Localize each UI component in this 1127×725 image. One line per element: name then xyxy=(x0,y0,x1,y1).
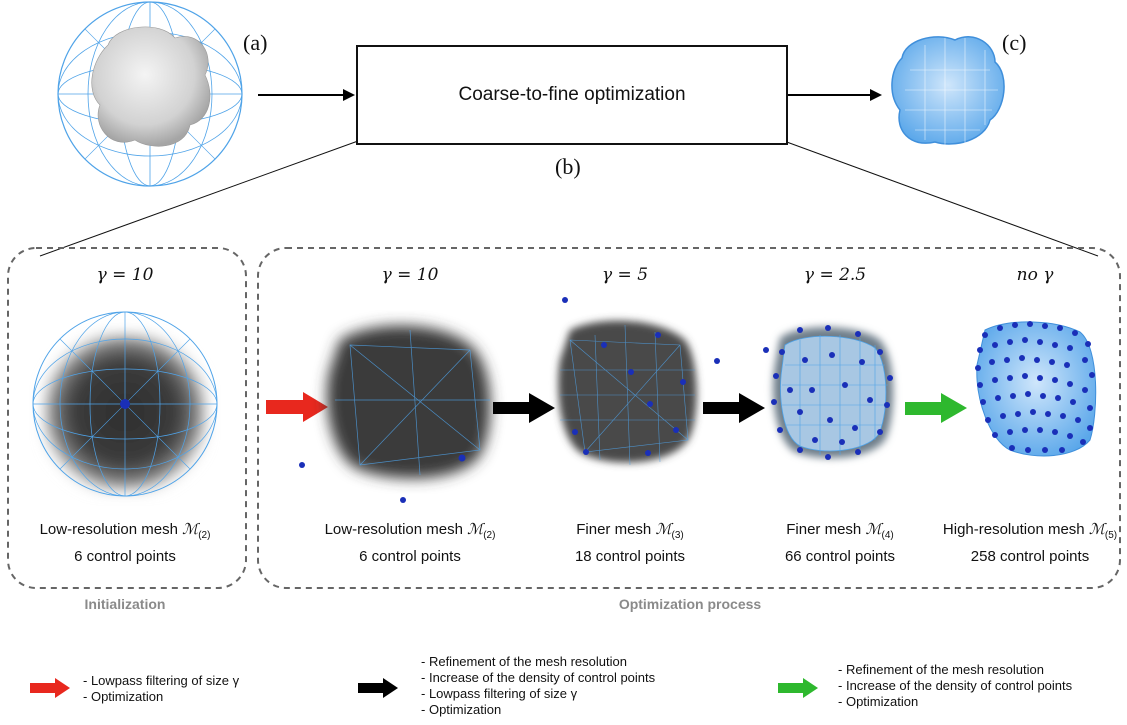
legend-black-item-3: Lowpass filtering of size γ xyxy=(421,686,655,702)
mesh-sub-4: (4) xyxy=(881,530,894,541)
gamma-label-4: γ = 2.5 xyxy=(803,265,867,285)
green-arrow xyxy=(905,393,967,423)
mesh-symbol-4: ℳ xyxy=(865,520,882,538)
legend-green-item-1: Refinement of the mesh resolution xyxy=(838,662,1072,678)
panel-3-figure xyxy=(558,297,720,466)
panel-init-figure xyxy=(32,311,218,497)
mesh-sub-5: (5) xyxy=(1104,530,1118,541)
caption-4-line2: 66 control points xyxy=(784,548,896,565)
legend-black-item-1: Refinement of the mesh resolution xyxy=(421,654,655,670)
legend-black-text: Refinement of the mesh resolution Increa… xyxy=(421,654,655,718)
caption-5-line2: 258 control points xyxy=(970,548,1090,565)
legend-red-item-1: Lowpass filtering of size γ xyxy=(83,673,239,689)
legend-black-item-4: Optimization xyxy=(421,702,655,718)
caption-2-line2: 6 control points xyxy=(359,548,461,565)
caption-2-line1: Low-resolution mesh xyxy=(324,521,463,538)
caption-5-line1: High-resolution mesh xyxy=(942,521,1085,538)
legend-green-item-2: Increase of the density of control point… xyxy=(838,678,1072,694)
coarse-to-fine-label: Coarse-to-fine optimization xyxy=(458,84,686,105)
label-c: (c) xyxy=(1002,30,1027,55)
mesh-symbol-5: ℳ xyxy=(1088,520,1105,538)
gamma-label-5: no γ xyxy=(1016,265,1054,285)
initial-sphere-figure xyxy=(57,1,243,187)
connector-left xyxy=(39,140,359,257)
control-points-dense xyxy=(975,321,1095,453)
mesh-sub-2: (2) xyxy=(483,530,496,541)
stage-title-init: Initialization xyxy=(84,596,166,612)
mesh-symbol-3: ℳ xyxy=(655,520,672,538)
opt-dashed-box xyxy=(257,247,1121,589)
mesh-sub-1: (2) xyxy=(198,530,211,541)
caption-1-line2: 6 control points xyxy=(74,548,176,565)
black-arrow-1 xyxy=(493,393,555,423)
stage-title-opt: Optimization process xyxy=(618,596,762,612)
final-mesh-figure xyxy=(891,36,1005,145)
legend-green-item-3: Optimization xyxy=(838,694,1072,710)
panel-2-figure xyxy=(299,325,491,503)
legend-red-arrow xyxy=(30,678,70,698)
caption-3: Finer mesh ℳ(3) 18 control points xyxy=(520,519,740,567)
connector-right xyxy=(783,140,1099,257)
top-arrow-right xyxy=(788,89,882,101)
legend-red-item-2: Optimization xyxy=(83,689,239,705)
label-a: (a) xyxy=(243,30,268,55)
legend-green-arrow xyxy=(778,678,818,698)
mesh-symbol-1: ℳ xyxy=(182,520,199,538)
init-dashed-box xyxy=(7,247,247,589)
caption-1: Low-resolution mesh ℳ(2) 6 control point… xyxy=(15,519,235,567)
legend-green-text: Refinement of the mesh resolution Increa… xyxy=(838,662,1072,710)
caption-5: High-resolution mesh ℳ(5) 258 control po… xyxy=(920,519,1127,567)
caption-1-line1: Low-resolution mesh xyxy=(39,521,178,538)
gamma-label-1: γ = 10 xyxy=(96,265,154,285)
mesh-sub-3: (3) xyxy=(671,530,684,541)
top-arrow-left xyxy=(258,89,355,101)
caption-3-line1: Finer mesh xyxy=(576,521,652,538)
panel-4-figure xyxy=(763,325,894,460)
coarse-to-fine-box: Coarse-to-fine optimization xyxy=(356,45,788,145)
label-b: (b) xyxy=(555,154,581,179)
red-arrow xyxy=(266,392,328,422)
legend-red-text: Lowpass filtering of size γ Optimization xyxy=(83,673,239,705)
caption-3-line2: 18 control points xyxy=(574,548,686,565)
panel-5-figure xyxy=(975,321,1097,457)
gamma-label-2: γ = 10 xyxy=(381,265,439,285)
black-arrow-2 xyxy=(703,393,765,423)
legend-black-item-2: Increase of the density of control point… xyxy=(421,670,655,686)
caption-2: Low-resolution mesh ℳ(2) 6 control point… xyxy=(300,519,520,567)
gamma-label-3: γ = 5 xyxy=(601,265,649,285)
caption-4: Finer mesh ℳ(4) 66 control points xyxy=(730,519,950,567)
legend-black-arrow xyxy=(358,678,398,698)
mesh-symbol-2: ℳ xyxy=(467,520,484,538)
caption-4-line1: Finer mesh xyxy=(786,521,862,538)
